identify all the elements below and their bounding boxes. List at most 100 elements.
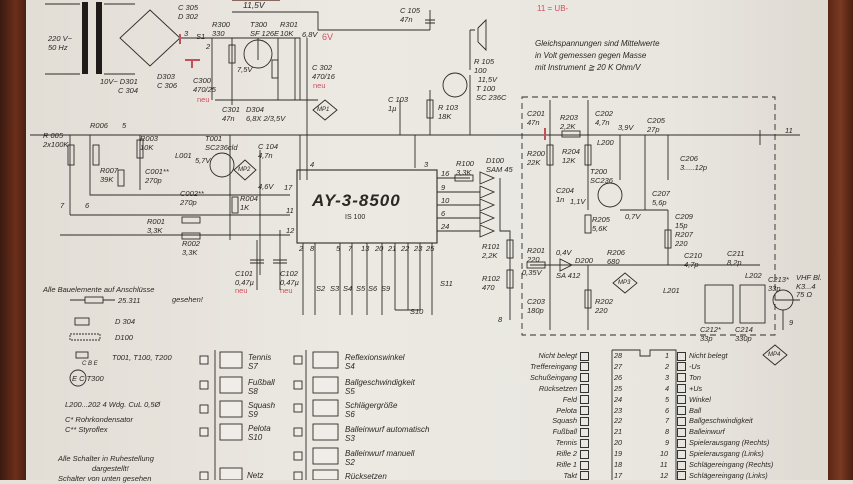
pin-9: 9 [789, 318, 794, 327]
s1-pin3: 3 [184, 29, 189, 38]
pin-label: Feld [562, 394, 577, 404]
label: 2,2K [482, 250, 498, 260]
mp2-label: MP2 [238, 167, 251, 173]
label: C001** [145, 167, 169, 176]
diode-d200 [559, 258, 574, 272]
pin-box [677, 406, 686, 416]
label: 3,3K [147, 225, 163, 235]
label: R301 [280, 20, 298, 29]
rf-modulator-box [521, 96, 776, 336]
pinout-left-row: Rifle 2 [512, 449, 592, 459]
speaker-icon [477, 18, 487, 52]
chip-pin: 4 [310, 160, 315, 169]
chip-pin: 16 [441, 169, 450, 178]
label: 680 [607, 256, 620, 266]
chip-pin: 8 [310, 244, 315, 253]
label: SAM 45 [486, 164, 513, 174]
chip-pin: 7 [348, 244, 353, 253]
pin-11: 11 [785, 126, 793, 135]
l001-label: L001 [175, 151, 192, 160]
chip-pin: 24 [441, 222, 450, 231]
label: S2 [345, 458, 355, 467]
label: C207 [652, 189, 670, 198]
switch-netz: Netz [247, 471, 263, 480]
s1-label[interactable]: S1 [196, 32, 206, 41]
pin-number: 19 [614, 449, 623, 459]
label: D304 [246, 105, 264, 114]
transformer-core [96, 2, 102, 74]
label: Rücksetzen [345, 472, 387, 481]
label: SC236 [590, 175, 613, 185]
label: Reflexionswinkel [345, 353, 405, 362]
label: S10 [248, 433, 263, 442]
label: R207 [675, 230, 693, 239]
pin-number: 24 [614, 394, 623, 404]
pin-label: Rifle 2 [556, 449, 577, 459]
label: 22K [527, 157, 541, 167]
pin-number: 25 [614, 383, 623, 393]
voltage-6-8v: 6,8V [302, 30, 318, 39]
label: 270p [145, 175, 162, 185]
transformer-core [82, 2, 88, 74]
pinout-right-row: Nicht belegt [674, 351, 728, 361]
label: S7 [248, 362, 258, 371]
coil-note: L200...202 4 Wdg. CuL 0,5Ø [65, 400, 161, 409]
cstar2-note: C** Styroflex [65, 425, 108, 434]
label: C102 [280, 269, 298, 278]
r006-label: R006 [90, 121, 108, 130]
pin-number: 7 [665, 416, 670, 426]
sa412-label: SA 412 [556, 271, 581, 280]
pin-box [580, 384, 589, 394]
label: S8 [248, 387, 258, 396]
pinout-left-row: Squash [512, 416, 592, 426]
label: 1µ [388, 103, 397, 113]
label: C204 [556, 186, 574, 195]
pin-label: -Us [689, 361, 701, 371]
c001-label: C001**270p [145, 167, 169, 185]
label: Ballgeschwindigkeit [345, 378, 415, 387]
pin-label: Schlägereingang (Rechts) [689, 460, 774, 469]
label: 2x100K [43, 139, 69, 149]
pin-7: 7 [60, 201, 65, 210]
pin-number: 5 [665, 394, 670, 404]
label: 1K [240, 202, 250, 212]
pin-box [677, 427, 686, 437]
pinout-left-row: Feld [512, 395, 592, 405]
label: S9 [248, 410, 258, 419]
pin-label: Winkel [689, 394, 711, 404]
pin-number: 28 [614, 351, 623, 360]
label: 0,47µ [280, 277, 299, 287]
wood-frame-left [0, 0, 26, 480]
mp1-label: MP1 [317, 107, 330, 113]
label: R206 [607, 248, 625, 257]
switch-label: S9 [381, 284, 391, 293]
label: R300 [212, 20, 230, 29]
label: R007 [100, 166, 118, 175]
s11-label: S11 [440, 279, 453, 288]
label: 4,7n [258, 150, 273, 160]
label: 5,6K [592, 223, 608, 233]
label: C205 [647, 116, 665, 125]
pinout-left-row: Rücksetzen [512, 384, 592, 394]
c302-neu: neu [313, 81, 326, 90]
label: C202 [595, 109, 613, 118]
label: T 100 [476, 84, 496, 93]
pin-box [580, 362, 589, 372]
pin-box [677, 438, 686, 448]
label: R002 [182, 239, 200, 248]
pin-number: 4 [665, 383, 670, 393]
label: 10K [140, 142, 154, 152]
label: 470/25 [193, 84, 216, 94]
